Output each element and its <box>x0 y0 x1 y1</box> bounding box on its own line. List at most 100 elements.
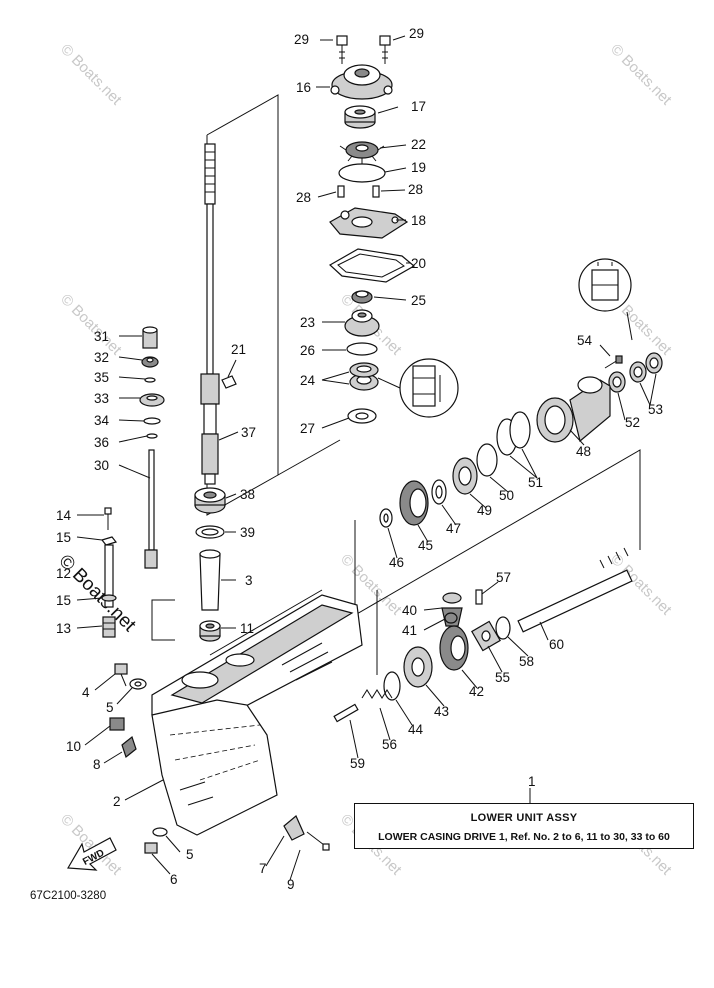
legend-title: LOWER UNIT ASSY <box>470 812 578 824</box>
shim-50 <box>476 443 498 477</box>
lower-casing-2 <box>151 594 363 836</box>
callout-5-upper: 5 <box>106 700 114 715</box>
callout-27: 27 <box>300 421 315 436</box>
shim-46 <box>379 508 393 528</box>
callout-38: 38 <box>240 487 255 502</box>
callout-5-lower: 5 <box>186 847 194 862</box>
shim-47 <box>431 479 447 505</box>
callout-46: 46 <box>389 555 404 570</box>
callout-18: 18 <box>411 213 426 228</box>
callout-23: 23 <box>300 315 315 330</box>
callout-15-lower: 15 <box>56 593 71 608</box>
callout-4: 4 <box>82 685 90 700</box>
nut-41 <box>444 612 458 624</box>
callout-50: 50 <box>499 488 514 503</box>
dowel-pin-28-right <box>372 185 380 198</box>
oil-seal-25 <box>351 290 373 304</box>
o-ring-34 <box>143 417 161 425</box>
washer-5-upper <box>129 678 147 690</box>
watermark: © Boats.net <box>607 41 675 109</box>
callout-6: 6 <box>170 872 178 887</box>
plug-10 <box>109 717 125 731</box>
callout-22: 22 <box>411 137 426 152</box>
callout-44: 44 <box>408 722 424 737</box>
callout-13: 13 <box>56 621 71 636</box>
bolt-4 <box>114 663 128 687</box>
nut-32 <box>141 356 159 368</box>
grommet-15-lower <box>101 594 117 602</box>
clip-58 <box>495 616 511 640</box>
callout-57: 57 <box>496 570 511 585</box>
callout-56: 56 <box>382 737 397 752</box>
water-tube-12 <box>104 544 114 608</box>
bearing-38 <box>194 487 226 514</box>
reverse-gear-45 <box>399 480 429 526</box>
callout-52: 52 <box>625 415 640 430</box>
callout-2: 2 <box>113 794 121 809</box>
callout-39: 39 <box>240 525 255 540</box>
callout-53: 53 <box>648 402 663 417</box>
propeller-shaft-60 <box>517 547 633 633</box>
callout-29-left: 29 <box>294 32 309 47</box>
grommet-13 <box>102 616 116 638</box>
callout-55: 55 <box>495 670 510 685</box>
callout-40: 40 <box>402 603 417 618</box>
callout-31: 31 <box>94 329 109 344</box>
callout-16: 16 <box>296 80 311 95</box>
callout-45: 45 <box>418 538 433 553</box>
callout-7: 7 <box>259 861 267 876</box>
detail-view-24 <box>377 358 459 418</box>
callout-59: 59 <box>350 756 365 771</box>
callout-51: 51 <box>528 475 543 490</box>
callout-47: 47 <box>446 521 461 536</box>
legend-description: LOWER CASING DRIVE 1, Ref. No. 2 to 6, 1… <box>378 831 670 843</box>
callout-9: 9 <box>287 877 295 892</box>
bolt-9 <box>306 831 330 851</box>
gasket-20 <box>328 248 416 283</box>
shift-rod-30 <box>144 449 158 569</box>
callout-26: 26 <box>300 343 315 358</box>
callout-8: 8 <box>93 757 101 772</box>
callout-15-upper: 15 <box>56 530 71 545</box>
outer-plate-cartridge-18 <box>329 207 409 239</box>
shift-rod-parts <box>100 326 165 638</box>
forward-gear-42 <box>439 625 469 671</box>
o-ring-51b <box>509 411 531 449</box>
oil-seal-53a <box>629 361 647 383</box>
bearing-11 <box>199 620 221 642</box>
callout-21: 21 <box>231 342 246 357</box>
callout-42: 42 <box>469 684 484 699</box>
oil-seal-24 <box>349 362 379 391</box>
water-pump-parts <box>328 35 459 424</box>
callout-30: 30 <box>94 458 109 473</box>
washer-27 <box>347 408 377 424</box>
callout-11: 11 <box>240 621 254 636</box>
spring-56 <box>361 689 393 699</box>
callout-25: 25 <box>411 293 426 308</box>
shim-44 <box>383 671 401 701</box>
callout-1: 1 <box>528 774 536 789</box>
oil-seal-housing-23 <box>344 309 380 337</box>
callout-32: 32 <box>94 350 109 365</box>
callout-24: 24 <box>300 373 316 388</box>
insert-cartridge-17 <box>344 105 376 129</box>
diagram-code: 67C2100-3280 <box>30 890 107 902</box>
bearing-49 <box>452 457 478 495</box>
callout-60: 60 <box>549 637 564 652</box>
dog-clutch-55 <box>471 620 501 652</box>
drive-shaft-37 <box>200 143 220 485</box>
callouts: 29 29 16 17 22 19 28 28 18 20 25 23 26 2… <box>56 26 663 892</box>
bolt-29-left <box>336 35 348 64</box>
pin-57 <box>475 589 483 605</box>
washer-5-lower <box>152 827 168 837</box>
callout-37: 37 <box>241 425 256 440</box>
callout-43: 43 <box>434 704 449 719</box>
callout-3: 3 <box>245 573 253 588</box>
callout-36: 36 <box>94 435 109 450</box>
callout-41: 41 <box>402 623 417 638</box>
oil-seal-52 <box>608 371 626 393</box>
dowel-pin-28-left <box>337 185 345 198</box>
gasket-19 <box>338 163 386 183</box>
callout-35: 35 <box>94 370 109 385</box>
